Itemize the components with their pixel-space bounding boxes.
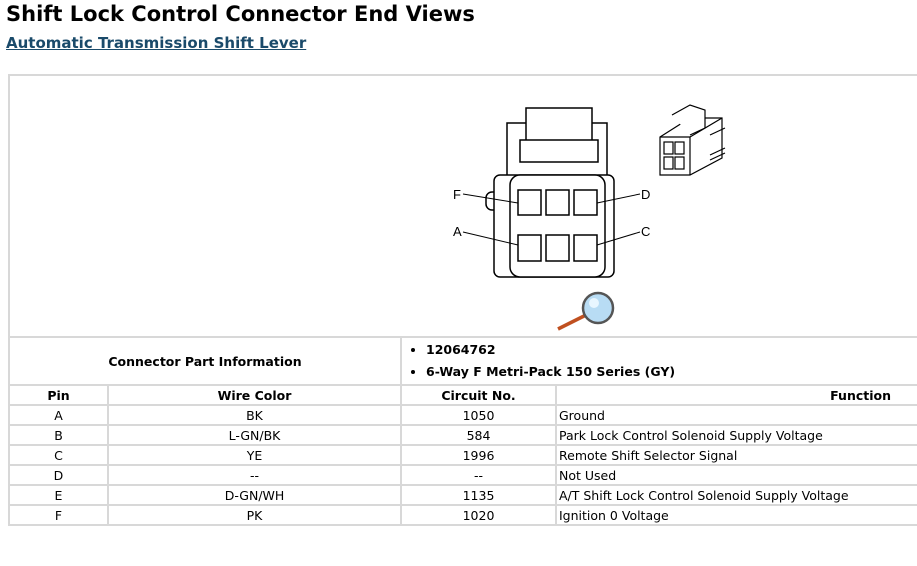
pin: A [8, 404, 109, 426]
table-header: Pin Wire Color Circuit No. Function [8, 384, 917, 406]
pin: F [8, 504, 109, 526]
pin: C [8, 444, 109, 466]
connector-image-cell [8, 74, 917, 338]
circuit: 1020 [400, 504, 557, 526]
wire-color: YE [107, 444, 402, 466]
connector-description: 6-Way F Metri-Pack 150 Series (GY) [426, 361, 917, 383]
page-title: Shift Lock Control Connector End Views [6, 2, 475, 26]
circuit: -- [400, 464, 557, 486]
pin-label-f: F [453, 187, 461, 202]
table-row: D----Not Used [8, 464, 917, 486]
pin-label-a: A [453, 224, 462, 239]
wire-color: -- [107, 464, 402, 486]
header-wire-color: Wire Color [107, 384, 402, 406]
magnifier-icon[interactable] [557, 291, 615, 331]
pin: B [8, 424, 109, 446]
connector-info: 12064762 6-Way F Metri-Pack 150 Series (… [400, 336, 917, 386]
pin: D [8, 464, 109, 486]
subtitle-link[interactable]: Automatic Transmission Shift Lever [6, 34, 307, 52]
function: Not Used [555, 464, 917, 486]
part-number: 12064762 [426, 339, 917, 361]
header-circuit: Circuit No. [400, 384, 557, 406]
pin-label-c: C [641, 224, 650, 239]
function: Ground [555, 404, 917, 426]
circuit: 584 [400, 424, 557, 446]
pin-cavities [517, 189, 598, 262]
pin: E [8, 484, 109, 506]
wire-color: BK [107, 404, 402, 426]
wire-color: L-GN/BK [107, 424, 402, 446]
wire-color: D-GN/WH [107, 484, 402, 506]
header-pin: Pin [8, 384, 109, 406]
header-function: Function [555, 384, 917, 406]
function: Ignition 0 Voltage [555, 504, 917, 526]
connector-info-label: Connector Part Information [8, 336, 402, 386]
pin-label-d: D [641, 187, 650, 202]
connector-table: Connector Part Information 12064762 6-Wa… [8, 74, 917, 526]
connector-body [462, 107, 641, 278]
wire-color: PK [107, 504, 402, 526]
circuit: 1050 [400, 404, 557, 426]
connector-3d-view [659, 104, 726, 176]
connector-diagram: F D A C [453, 104, 726, 331]
function: Park Lock Control Solenoid Supply Voltag… [555, 424, 917, 446]
function: A/T Shift Lock Control Solenoid Supply V… [555, 484, 917, 506]
circuit: 1996 [400, 444, 557, 466]
function: Remote Shift Selector Signal [555, 444, 917, 466]
circuit: 1135 [400, 484, 557, 506]
